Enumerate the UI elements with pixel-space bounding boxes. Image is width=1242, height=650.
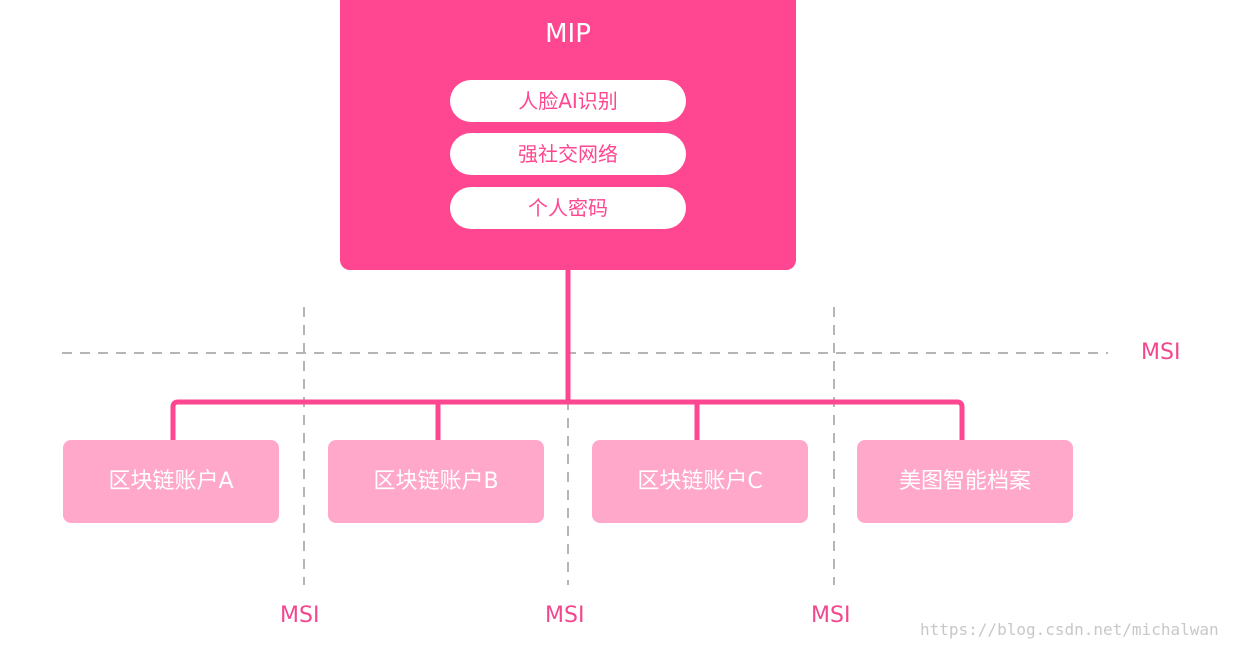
msi-label-right: MSI [1141, 340, 1181, 365]
watermark-url: https://blog.csdn.net/michalwan [920, 620, 1219, 639]
account-box-c: 区块链账户C [592, 440, 808, 523]
mip-item-social-network: 强社交网络 [450, 133, 686, 175]
mip-item-personal-password: 个人密码 [450, 187, 686, 229]
msi-label-bottom-3: MSI [811, 603, 851, 628]
msi-label-bottom-2: MSI [545, 603, 585, 628]
msi-label-bottom-1: MSI [280, 603, 320, 628]
account-box-b: 区块链账户B [328, 440, 544, 523]
mip-item-face-ai: 人脸AI识别 [450, 80, 686, 122]
meitu-archive-box: 美图智能档案 [857, 440, 1073, 523]
mip-title: MIP [545, 19, 591, 49]
account-box-a: 区块链账户A [63, 440, 279, 523]
branch-connector [170, 399, 965, 440]
